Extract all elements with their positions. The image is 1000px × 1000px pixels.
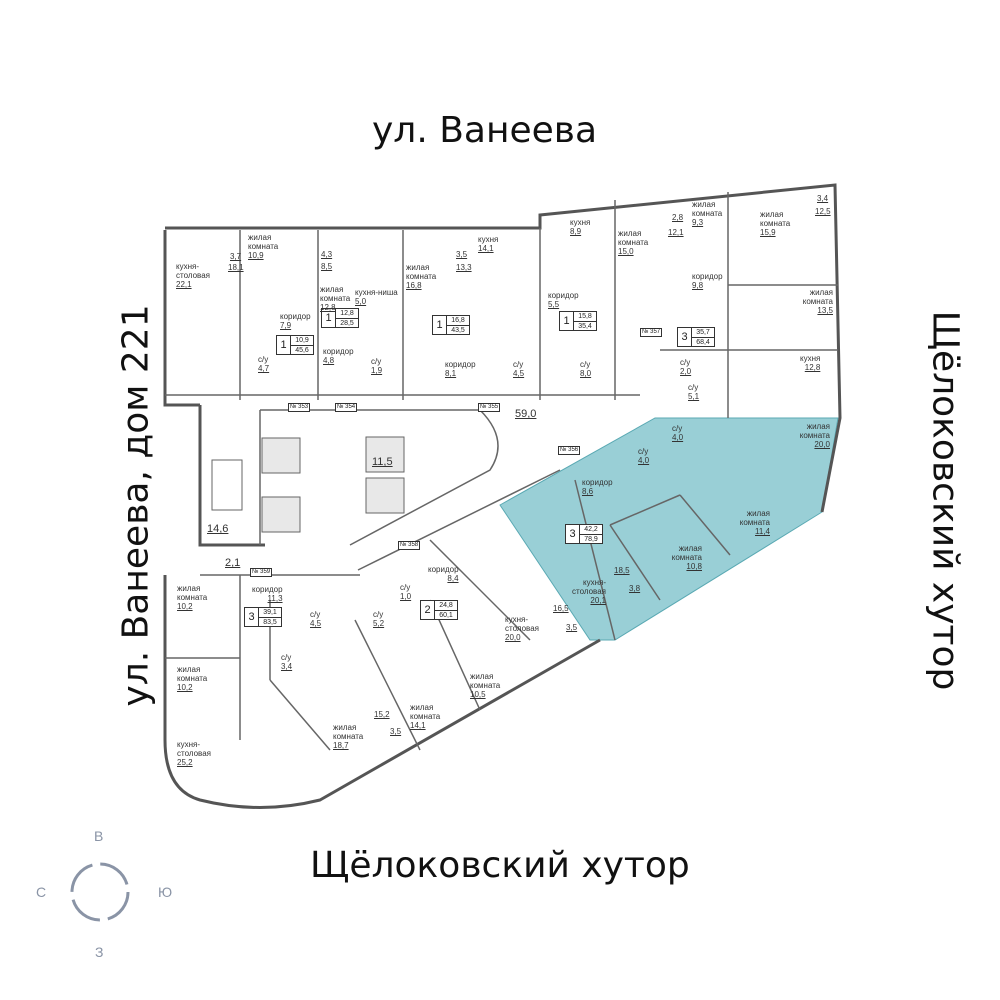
compass-icon xyxy=(70,862,130,922)
sub-area: 3,5 xyxy=(456,250,468,259)
vestibule-area: 2,1 xyxy=(225,557,241,569)
apartment-door-number: № 357 xyxy=(640,328,663,337)
apartment-door-number: № 354 xyxy=(335,403,358,412)
outer-walls xyxy=(163,183,842,809)
sub-area: 15,2 xyxy=(374,710,390,719)
sub-area: 3,5 xyxy=(390,727,402,736)
apartment-door-number: № 353 xyxy=(288,403,311,412)
compass-north: В xyxy=(94,828,104,844)
sub-area: 3,7 xyxy=(230,252,242,261)
apartment-door-number: № 358 xyxy=(398,541,421,550)
highlighted-apartment[interactable] xyxy=(499,417,839,641)
street-label-right: Щёлоковский хутор xyxy=(924,310,966,691)
compass-south: З xyxy=(95,944,104,960)
apartment-door-number: № 355 xyxy=(478,403,501,412)
sub-area: 12,1 xyxy=(668,228,684,237)
corridor-area: 59,0 xyxy=(515,408,537,420)
sub-area: 4,3 xyxy=(321,250,333,259)
sub-area: 8,5 xyxy=(321,262,333,271)
street-label-bottom: Щёлоковский хутор xyxy=(310,845,690,886)
street-label-top: ул. Ванеева xyxy=(372,110,598,151)
compass-east: Ю xyxy=(158,884,173,900)
apartment-door-number: № 356 xyxy=(558,446,581,455)
street-label-left: ул. Ванеева, дом 221 xyxy=(115,304,157,707)
sub-area: 18,5 xyxy=(614,566,630,575)
elevator-hall-area: 11,5 xyxy=(372,456,393,468)
sub-area: 3,5 xyxy=(566,623,578,632)
sub-area: 18,1 xyxy=(228,263,244,272)
sub-area: 2,8 xyxy=(672,213,684,222)
apartment-door-number: № 359 xyxy=(250,568,273,577)
sub-area: 16,5 xyxy=(553,604,569,613)
elevator-shafts xyxy=(211,436,405,533)
stairwell-area: 14,6 xyxy=(207,523,229,535)
sub-area: 13,3 xyxy=(456,263,472,272)
sub-area: 3,8 xyxy=(629,584,641,593)
compass-west: С xyxy=(36,884,47,900)
sub-area: 3,4 xyxy=(817,194,829,203)
sub-area: 12,5 xyxy=(815,207,831,216)
